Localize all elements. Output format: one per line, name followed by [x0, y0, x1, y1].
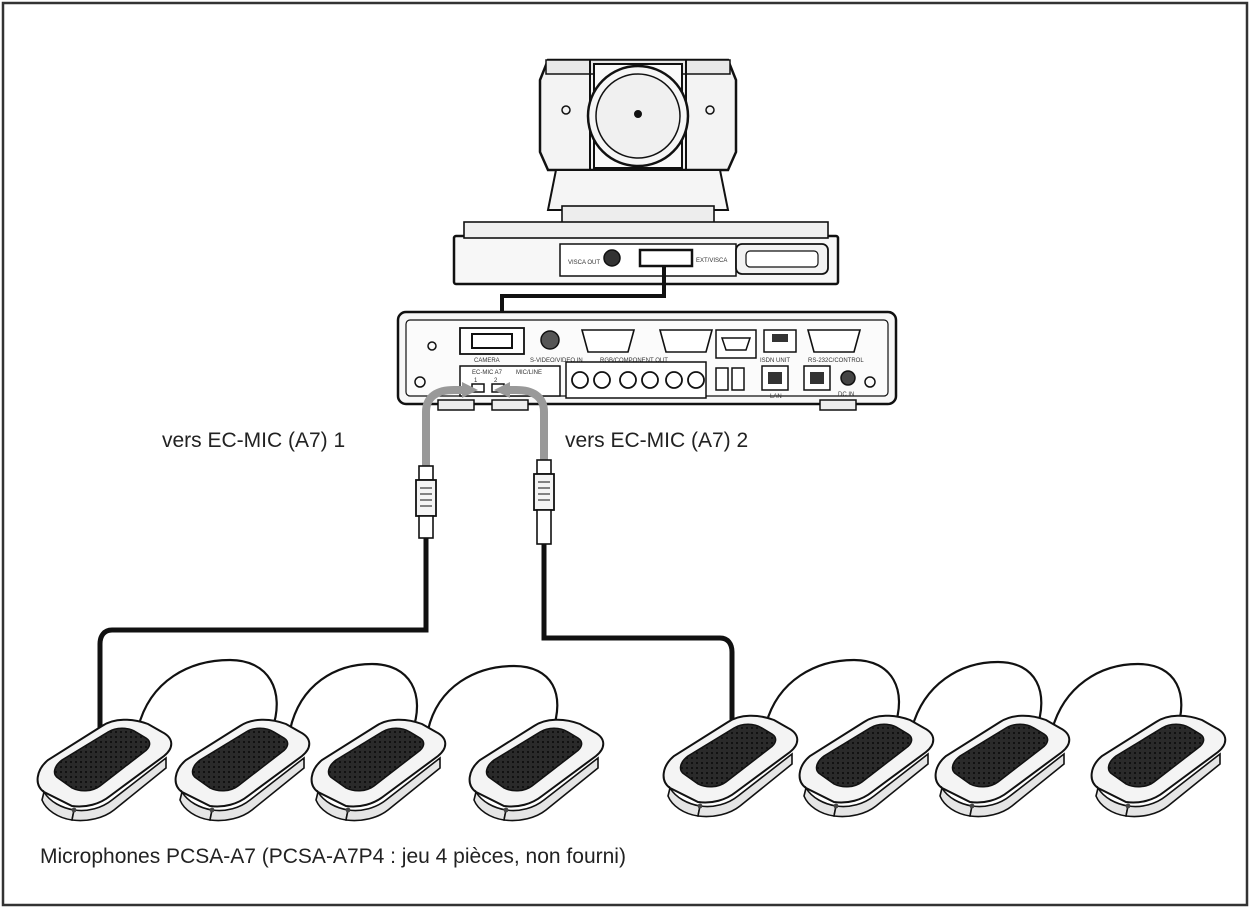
- daisy-link-1: [136, 658, 278, 731]
- codec-rgb-label: RGB/COMPONENT OUT: [600, 358, 668, 364]
- microphone-3: [310, 718, 447, 822]
- arrowhead-port-1: [462, 382, 478, 398]
- microphone-1: [36, 718, 173, 822]
- microphone-2: [174, 718, 311, 822]
- camera-left-label: VISCA OUT: [568, 260, 600, 266]
- camera-visca-port: [638, 248, 694, 268]
- daisy-link-2: [288, 662, 419, 733]
- codec-lan-label: LAN: [770, 394, 782, 400]
- codec-camera-label: CAMERA: [474, 358, 500, 364]
- microphone-5: [662, 714, 799, 818]
- codec-rs232-label: RS-232C/CONTROL: [808, 358, 864, 364]
- rj-plug-2: [533, 459, 555, 545]
- label-ec-mic-1: vers EC-MIC (A7) 1: [162, 429, 345, 452]
- codec-unit: CAMERA S-VIDEO/VIDEO IN RGB/COMPONENT OU…: [396, 310, 898, 411]
- arrow-to-port-1: [422, 386, 466, 470]
- microphone-7: [934, 714, 1071, 818]
- ptz-camera: VISCA OUT EXT/VISCA: [452, 58, 840, 286]
- codec-dc-label: DC IN: [838, 392, 854, 398]
- microphone-4: [468, 718, 605, 822]
- daisy-link-3: [426, 664, 559, 733]
- label-ec-mic-2: vers EC-MIC (A7) 2: [565, 429, 748, 452]
- microphone-8: [1090, 714, 1227, 818]
- daisy-link-4: [764, 658, 901, 729]
- codec-ecmic-alt-label: MIC/LINE: [516, 370, 542, 376]
- daisy-link-6: [1050, 662, 1183, 733]
- daisy-link-5: [910, 660, 1043, 731]
- codec-camera-port: [471, 333, 513, 349]
- codec-ecmic-num2: 2: [494, 378, 498, 384]
- microphones-caption: Microphones PCSA-A7 (PCSA-A7P4 : jeu 4 p…: [40, 845, 626, 868]
- cable-chain-2: [541, 544, 735, 722]
- arrowhead-port-2: [494, 382, 510, 398]
- microphone-6: [798, 714, 935, 818]
- rj-plug-1: [415, 465, 437, 539]
- codec-ecmic-label: EC-MIC A7: [472, 370, 503, 376]
- codec-ecmic-num1: 1: [474, 378, 478, 384]
- camera-right-label: EXT/VISCA: [696, 258, 727, 264]
- cable-chain-1: [97, 538, 429, 728]
- arrow-to-port-2: [506, 386, 548, 460]
- codec-isdn-label: ISDN UNIT: [760, 358, 790, 364]
- codec-svideo-label: S-VIDEO/VIDEO IN: [530, 358, 583, 364]
